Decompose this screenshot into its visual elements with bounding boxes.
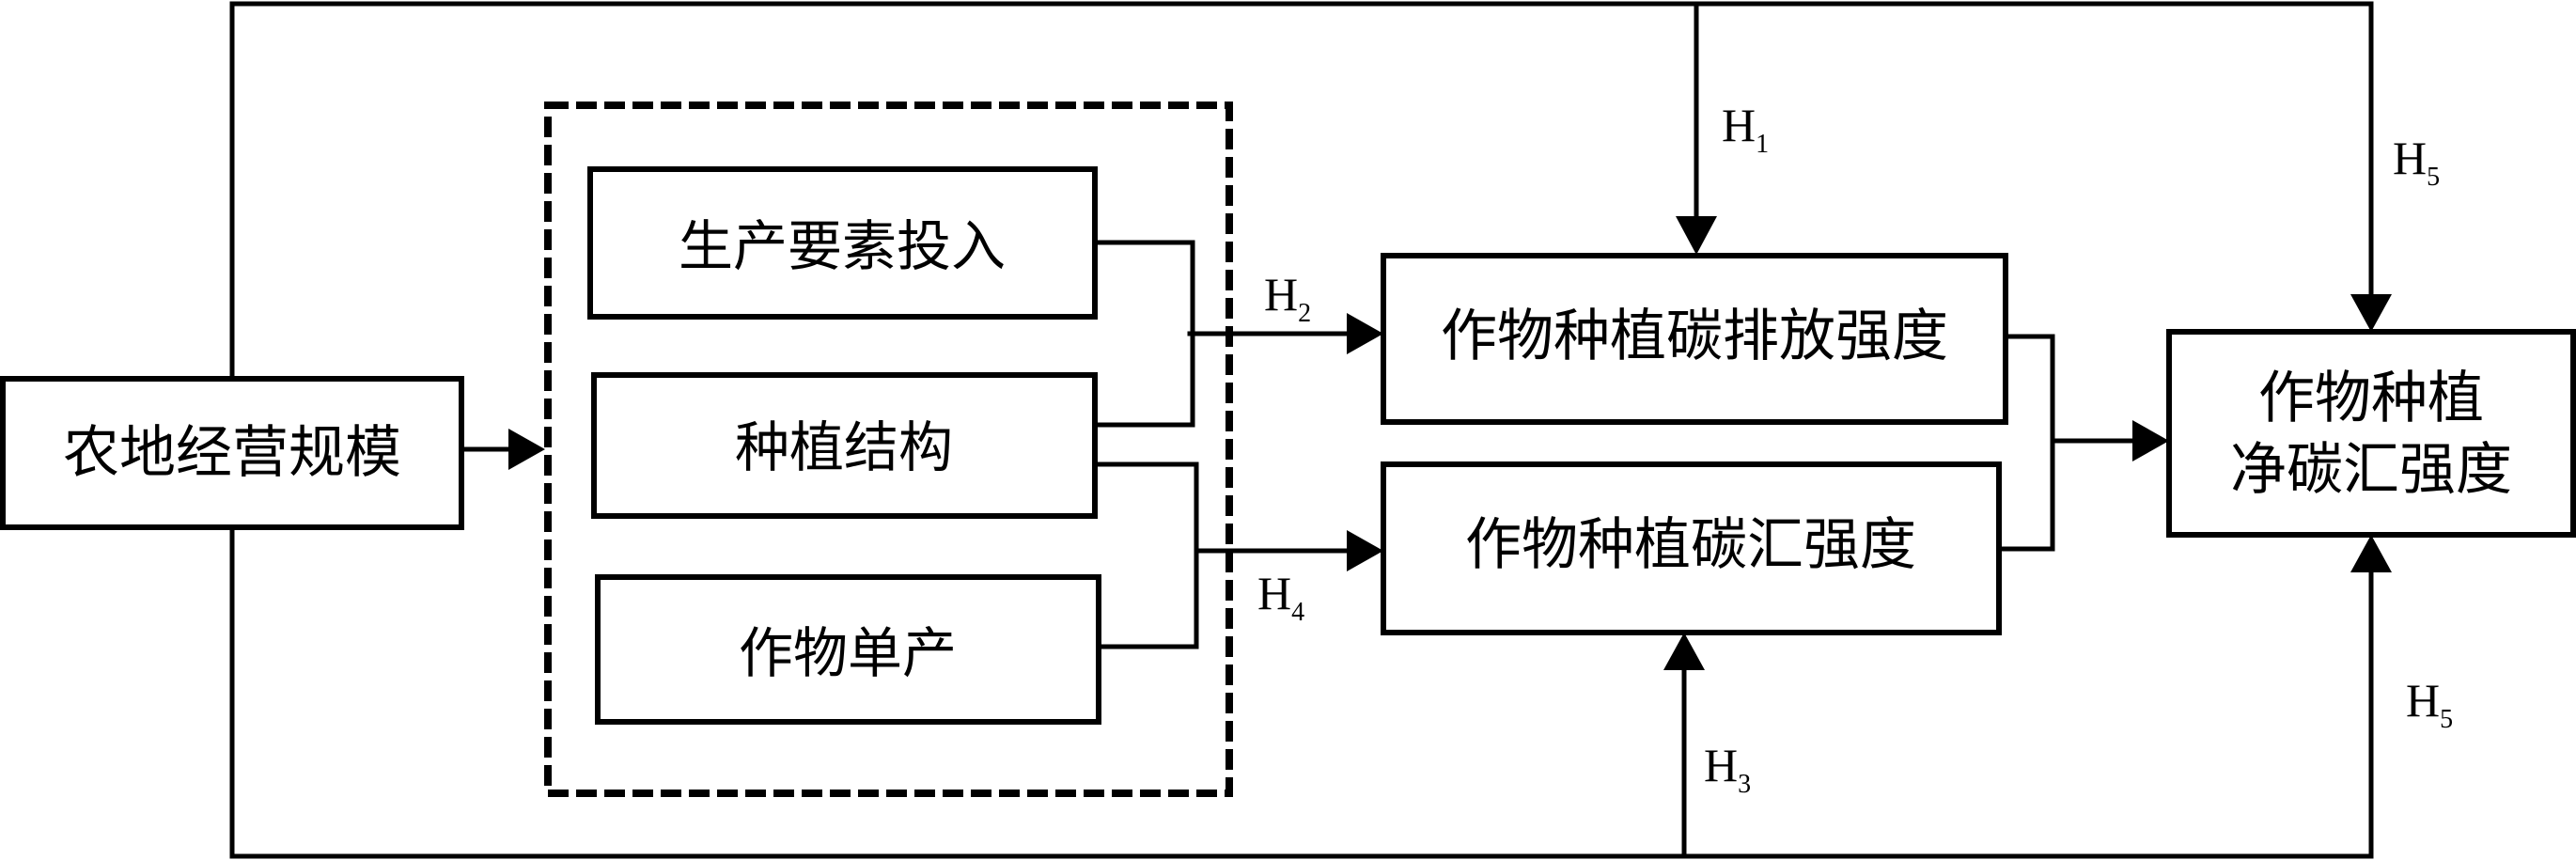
scale-to-mediators-arrow-head bbox=[508, 429, 545, 470]
h3-label: H3 bbox=[1704, 739, 1751, 799]
h1-label-sub: 1 bbox=[1756, 130, 1769, 159]
h1-arrow-head bbox=[1676, 216, 1717, 255]
h5-top-label-main: H bbox=[2393, 132, 2427, 184]
h4-label: H4 bbox=[1257, 567, 1304, 627]
node-planting-structure-label: 种植结构 bbox=[735, 415, 953, 479]
h4-arrow-head bbox=[1347, 530, 1383, 571]
h3-label-main: H bbox=[1704, 739, 1738, 791]
h5-top-arrow-head bbox=[2350, 294, 2392, 332]
node-farm-scale: 农地经营规模 bbox=[0, 376, 464, 530]
h5-bottom-label-main: H bbox=[2406, 674, 2440, 727]
factor-input-to-h2-connector bbox=[1092, 240, 1195, 428]
structure-yield-to-h4-connector bbox=[1092, 461, 1199, 649]
mediator-group-dashed-frame bbox=[544, 102, 1233, 797]
merge-to-net-arrow-head bbox=[2132, 420, 2169, 461]
node-net-sink-intensity: 作物种植 净碳汇强度 bbox=[2166, 329, 2576, 538]
node-sink-intensity: 作物种植碳汇强度 bbox=[1381, 461, 2002, 635]
node-net-sink-line-2: 净碳汇强度 bbox=[2230, 437, 2512, 503]
h1-label: H1 bbox=[1722, 99, 1769, 159]
h2-label-sub: 2 bbox=[1298, 299, 1311, 328]
node-planting-structure: 种植结构 bbox=[591, 372, 1098, 519]
h5-top-label: H5 bbox=[2393, 132, 2440, 192]
h4-label-main: H bbox=[1257, 567, 1291, 619]
node-sink-intensity-label: 作物种植碳汇强度 bbox=[1465, 512, 1916, 578]
h3-arrow-head bbox=[1663, 633, 1705, 670]
node-farm-scale-label: 农地经营规模 bbox=[63, 420, 401, 486]
node-factor-input-label: 生产要素投入 bbox=[679, 214, 1006, 278]
h5-bottom-label-sub: 5 bbox=[2440, 705, 2453, 734]
h3-label-sub: 3 bbox=[1738, 770, 1751, 799]
node-emission-intensity-label: 作物种植碳排放强度 bbox=[1441, 304, 1948, 369]
h2-label: H2 bbox=[1264, 268, 1311, 328]
h2-label-main: H bbox=[1264, 268, 1298, 321]
h2-arrow-head bbox=[1347, 313, 1383, 354]
h5-bottom-label: H5 bbox=[2406, 674, 2453, 734]
node-crop-yield: 作物单产 bbox=[595, 574, 1101, 725]
outer-loop-top-connector bbox=[229, 1, 2374, 382]
h5-bottom-arrow-head bbox=[2350, 535, 2392, 572]
outer-loop-bottom-connector bbox=[229, 524, 2374, 859]
node-crop-yield-label: 作物单产 bbox=[739, 621, 957, 685]
h5-top-label-sub: 5 bbox=[2427, 163, 2440, 192]
h4-label-sub: 4 bbox=[1291, 598, 1304, 627]
node-factor-input: 生产要素投入 bbox=[587, 166, 1098, 320]
h1-label-main: H bbox=[1722, 99, 1756, 151]
node-emission-intensity: 作物种植碳排放强度 bbox=[1381, 253, 2008, 425]
node-net-sink-line-1: 作物种植 bbox=[2258, 366, 2484, 431]
